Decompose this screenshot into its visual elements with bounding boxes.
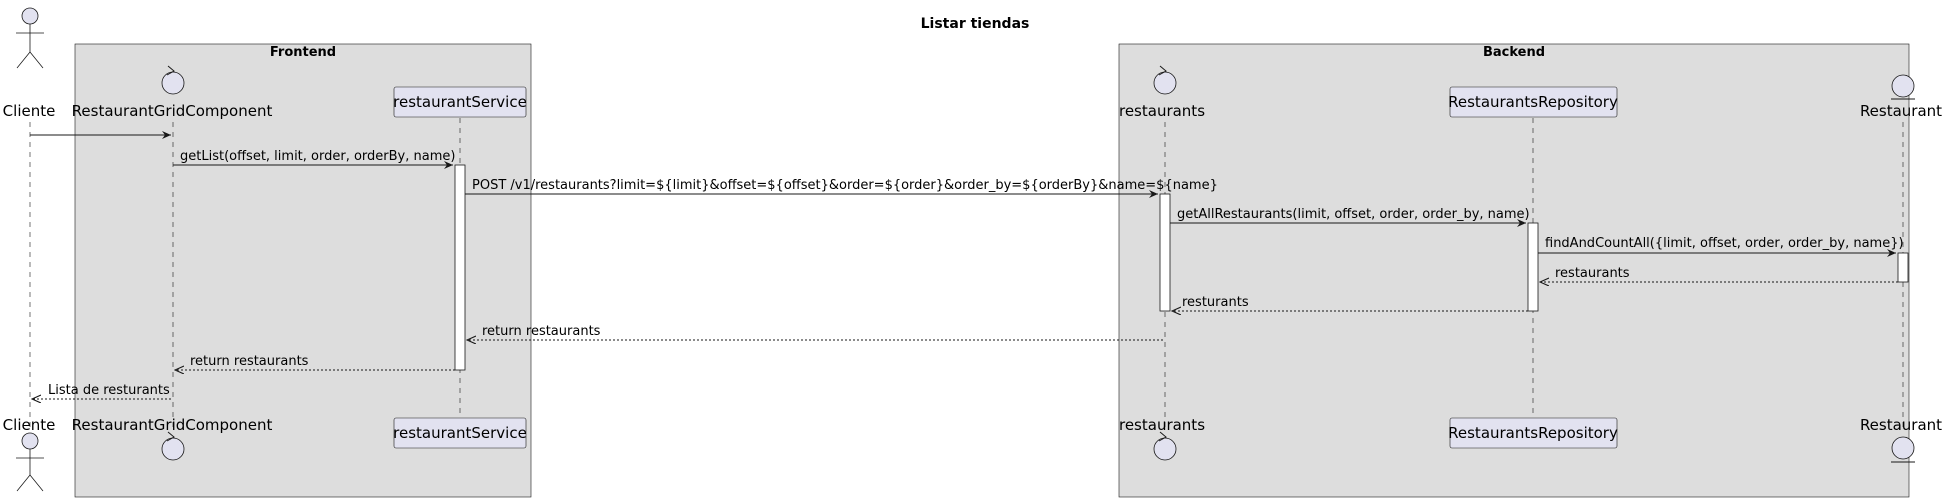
participant-repository-label-bottom: RestaurantsRepository	[1448, 424, 1618, 442]
participant-grid-label-top: RestaurantGridComponent	[72, 102, 273, 120]
participant-grid-label-bottom: RestaurantGridComponent	[72, 416, 273, 434]
participant-repository-bottom	[1449, 417, 1618, 449]
participant-service-label-top: restaurantService	[393, 93, 527, 111]
backend-box-title: Backend	[1483, 45, 1545, 60]
entity-restaurant-top-icon	[1891, 74, 1915, 100]
control-grid-bottom-icon	[161, 431, 185, 461]
activation-repository	[1527, 222, 1539, 312]
control-restaurants-top-icon	[1153, 65, 1177, 95]
message-label-9: return restaurants	[190, 354, 309, 369]
control-restaurants-bottom-icon	[1153, 431, 1177, 461]
participant-cliente-label-top: Cliente	[3, 102, 56, 120]
participant-cliente-label-bottom: Cliente	[3, 416, 56, 434]
control-grid-top-icon	[161, 65, 185, 95]
message-label-8: return restaurants	[482, 324, 601, 339]
participant-restaurant-label-top: Restaurant	[1860, 102, 1942, 120]
entity-restaurant-bottom-icon	[1891, 436, 1915, 463]
participant-restaurant-label-bottom: Restaurant	[1860, 416, 1942, 434]
message-label-4: getAllRestaurants(limit, offset, order, …	[1177, 207, 1530, 222]
message-label-6: restaurants	[1555, 266, 1630, 281]
message-label-3: POST /v1/restaurants?limit=${limit}&offs…	[472, 178, 1218, 193]
diagram-title: Listar tiendas	[921, 16, 1030, 32]
activation-restaurant	[1897, 252, 1909, 283]
participant-repository-label-top: RestaurantsRepository	[1448, 93, 1618, 111]
actor-cliente-bottom	[16, 432, 44, 492]
message-label-7: resturants	[1182, 295, 1249, 310]
participant-restaurants-label-top: restaurants	[1119, 102, 1205, 120]
participant-service-bottom	[393, 417, 527, 449]
message-label-10: Lista de resturants	[48, 383, 170, 398]
activation-service	[454, 164, 466, 371]
participant-service-top	[393, 86, 527, 118]
frontend-box-title: Frontend	[270, 45, 336, 60]
participant-repository-top	[1449, 86, 1618, 118]
message-label-5: findAndCountAll({limit, offset, order, o…	[1545, 236, 1904, 251]
activation-restaurants	[1159, 193, 1171, 312]
message-label-2: getList(offset, limit, order, orderBy, n…	[180, 149, 455, 164]
actor-cliente-top	[16, 7, 44, 69]
participant-restaurants-label-bottom: restaurants	[1119, 416, 1205, 434]
participant-service-label-bottom: restaurantService	[393, 424, 527, 442]
